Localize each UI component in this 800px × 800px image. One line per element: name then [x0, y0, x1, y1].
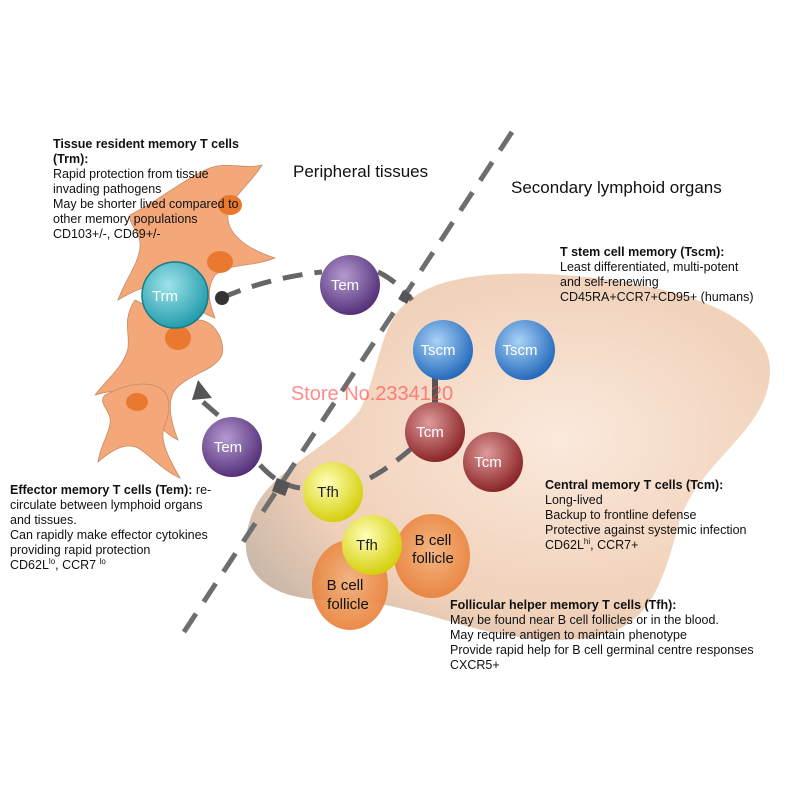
tcm-markers: CD62Lhi, CCR7+	[545, 536, 639, 552]
tscm-line-2: and self-renewing	[560, 275, 659, 289]
cell-label-tem-bottom: Tem	[214, 439, 242, 456]
tfh-line-3: Provide rapid help for B cell germinal c…	[450, 643, 754, 657]
cell-label-tfh-1: Tfh	[317, 484, 339, 501]
cell-tem-top: Tem	[320, 255, 380, 315]
tem-title-tail: re-	[192, 483, 212, 497]
trm-title: Tissue resident memory T cells	[53, 137, 239, 151]
cell-label-tscm-1: Tscm	[421, 342, 456, 359]
tfh-line-2: May require antigen to maintain phenotyp…	[450, 628, 687, 642]
cell-label-tem-top: Tem	[331, 277, 359, 294]
tcm-line-2: Backup to frontline defense	[545, 508, 697, 522]
tscm-line-3: CD45RA+CCR7+CD95+ (humans)	[560, 290, 754, 304]
cell-tem-bottom: Tem	[202, 417, 262, 477]
trm-line-4: other memory populations	[53, 212, 198, 226]
cell-label-trm: Trm	[152, 288, 178, 305]
follicle-right-label-2: follicle	[412, 550, 454, 567]
tem-description: Effector memory T cells (Tem): re- circu…	[10, 483, 211, 573]
cell-tfh-2: Tfh	[342, 515, 402, 575]
cell-tfh-1: Tfh	[303, 462, 363, 522]
b-cell-follicle-right	[394, 514, 470, 598]
watermark-text: Store No.2334120	[291, 383, 453, 405]
cell-tcm-1: Tcm	[405, 402, 465, 462]
tem-line-1: circulate between lymphoid organs	[10, 498, 203, 512]
cell-label-tscm-2: Tscm	[503, 342, 538, 359]
region-label-lymphoid: Secondary lymphoid organs	[511, 178, 722, 197]
tcm-title: Central memory T cells (Tcm):	[545, 478, 724, 492]
cell-trm: Trm	[141, 261, 209, 329]
cell-tscm-2: Tscm	[495, 320, 555, 380]
path-endpoints	[192, 290, 438, 496]
cell-label-tfh-2: Tfh	[356, 537, 378, 554]
region-label-peripheral: Peripheral tissues	[293, 162, 429, 181]
follicle-left-label-2: follicle	[327, 596, 369, 613]
trm-line-1: Rapid protection from tissue	[53, 167, 209, 181]
tcm-line-3: Protective against systemic infection	[545, 523, 747, 537]
tissue-cell-nuclei	[126, 195, 242, 411]
tcm-line-1: Long-lived	[545, 493, 603, 507]
trm-abbr: (Trm):	[53, 152, 89, 166]
follicle-left-label-1: B cell	[327, 577, 364, 594]
tfh-line-1: May be found near B cell follicles or in…	[450, 613, 719, 627]
tfh-line-4: CXCR5+	[450, 658, 500, 672]
cell-tcm-2: Tcm	[463, 432, 523, 492]
trm-description: Tissue resident memory T cells (Trm): Ra…	[53, 137, 239, 242]
tscm-title: T stem cell memory (Tscm):	[560, 245, 725, 259]
cell-tscm-1: Tscm	[413, 320, 473, 380]
trm-line-5: CD103+/-, CD69+/-	[53, 227, 161, 241]
follicle-right-label-1: B cell	[415, 532, 452, 549]
tcm-description: Central memory T cells (Tcm): Long-lived…	[545, 478, 746, 553]
cell-label-tcm-2: Tcm	[474, 454, 502, 471]
tscm-line-1: Least differentiated, multi-potent	[560, 260, 739, 274]
tem-title: Effector memory T cells (Tem):	[10, 483, 193, 497]
tem-line-3: Can rapidly make effector cytokines	[10, 528, 208, 542]
tscm-description: T stem cell memory (Tscm): Least differe…	[560, 245, 753, 305]
tem-line-2: and tissues.	[10, 513, 77, 527]
tissue-boundary-dashed-line	[177, 130, 515, 640]
tem-line-4: providing rapid protection	[10, 543, 151, 557]
tfh-description: Follicular helper memory T cells (Tfh): …	[450, 598, 754, 673]
trm-line-3: May be shorter lived compared to	[53, 197, 239, 211]
tem-markers: CD62Llo, CCR7 lo	[10, 556, 106, 572]
trm-line-2: invading pathogens	[53, 182, 162, 196]
cell-label-tcm-1: Tcm	[416, 424, 444, 441]
tfh-title: Follicular helper memory T cells (Tfh):	[450, 598, 677, 612]
